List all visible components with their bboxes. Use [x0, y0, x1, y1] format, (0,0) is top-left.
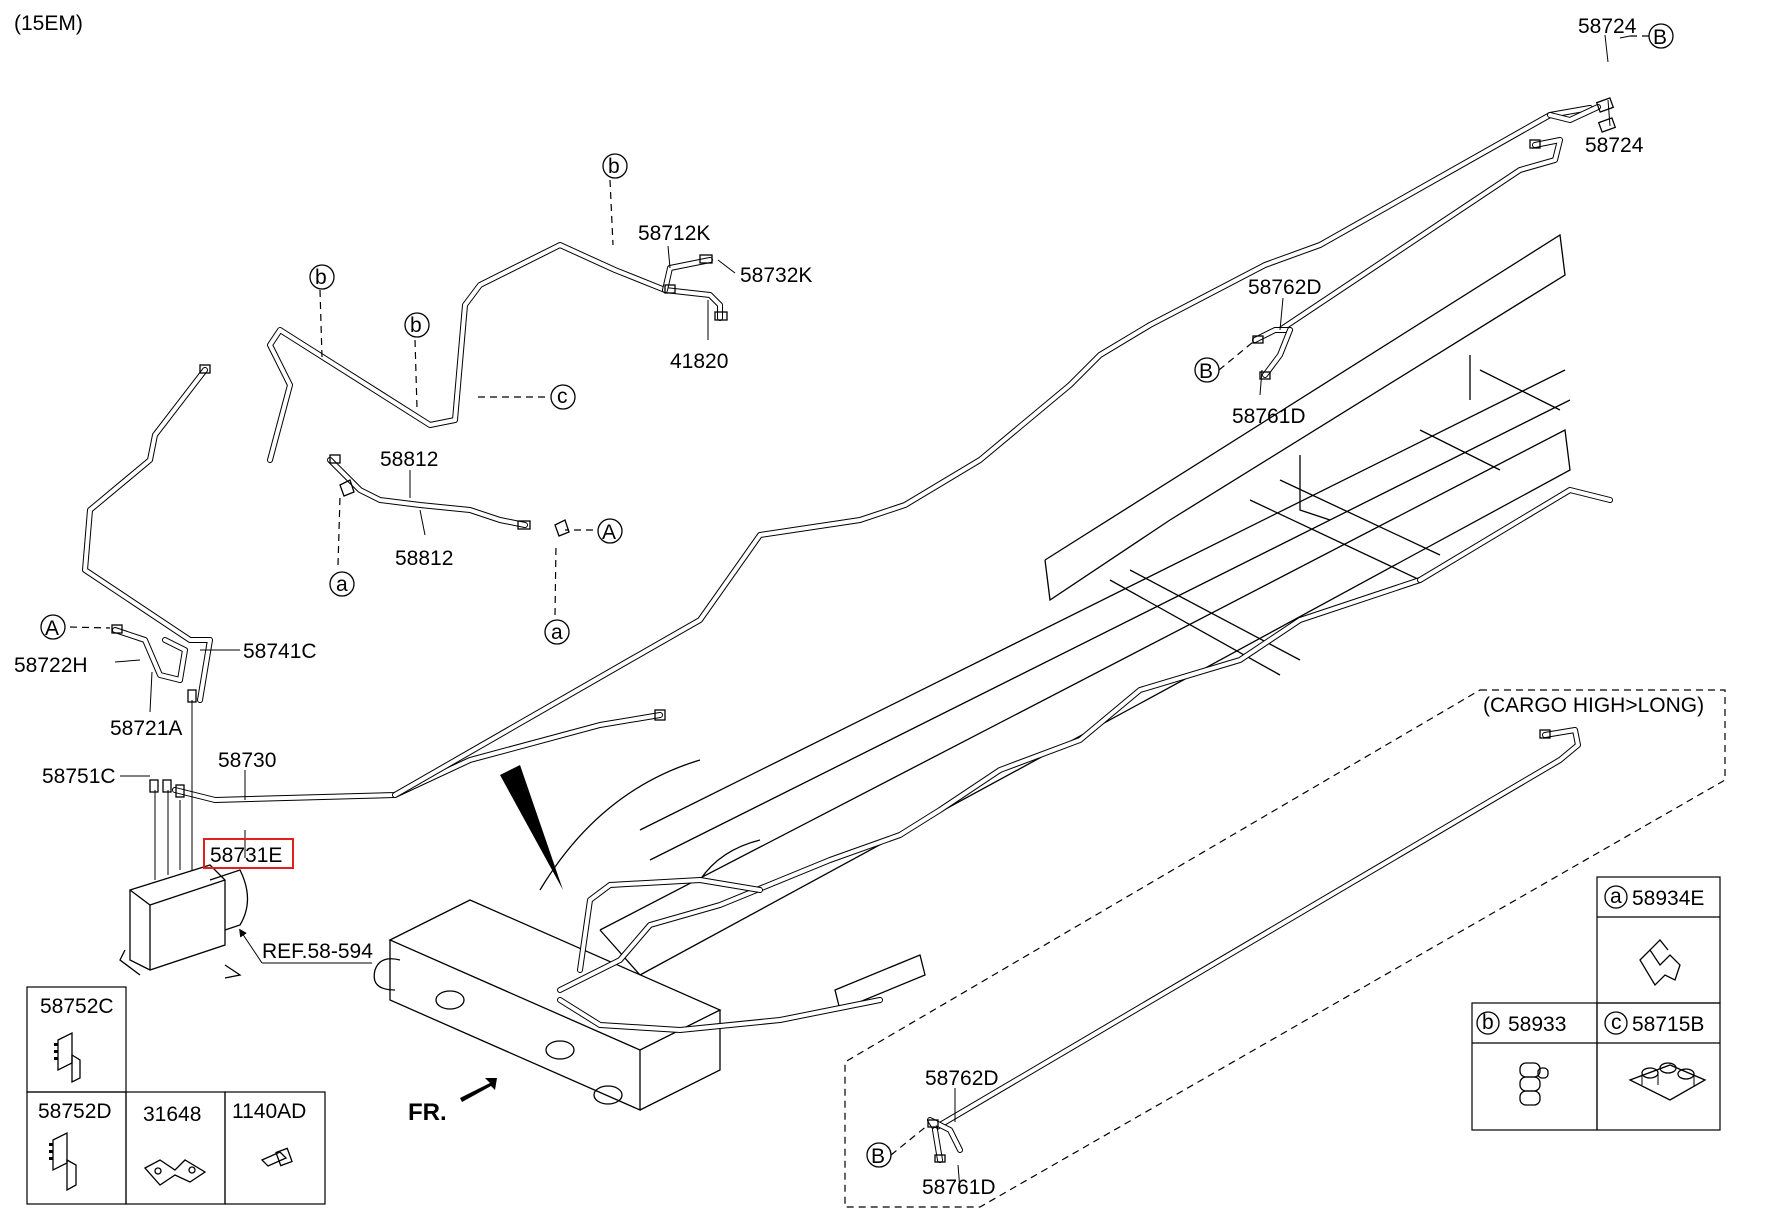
part-58730: 58730 — [218, 749, 276, 772]
svg-text:B: B — [1653, 26, 1667, 49]
legend-31648[interactable]: 31648 — [143, 1103, 201, 1126]
bolt-1140ad-icon — [260, 1147, 293, 1167]
callout-b-1[interactable]: b — [602, 153, 628, 179]
legend-58752d[interactable]: 58752D — [38, 1100, 112, 1123]
svg-text:A: A — [45, 617, 59, 640]
grommet-58715b-icon — [1628, 1062, 1707, 1101]
clip-58752c-icon — [54, 1031, 81, 1084]
legend-58933[interactable]: 58933 — [1508, 1013, 1566, 1036]
svg-text:A: A — [602, 521, 616, 544]
part-58761d-top: 58761D — [1232, 405, 1306, 428]
svg-text:B: B — [1199, 360, 1213, 383]
clip-58933-icon — [1519, 1062, 1549, 1106]
legend-letter-a: a — [1610, 885, 1622, 908]
brake-lines — [82, 104, 1613, 1163]
svg-text:b: b — [315, 266, 327, 289]
callout-a-1[interactable]: a — [329, 571, 355, 597]
part-58751c: 58751C — [42, 765, 116, 788]
callout-leaders — [69, 179, 614, 629]
legend-letter-c: c — [1611, 1011, 1622, 1034]
svg-text:b: b — [608, 155, 620, 178]
callout-b-2[interactable]: b — [309, 264, 335, 290]
legend-table-left: 58752C 58752D 31648 1140AD — [26, 986, 326, 1205]
part-58724-top: 58724 — [1578, 15, 1637, 38]
callout-A-2[interactable]: A — [40, 614, 66, 640]
part-58762d-bottom: 58762D — [925, 1067, 999, 1090]
svg-text:b: b — [410, 314, 422, 337]
chassis-frame — [373, 233, 1571, 1111]
highlight-box-58731e — [203, 838, 294, 869]
legend-letter-b: b — [1482, 1011, 1494, 1034]
part-58762d-top: 58762D — [1248, 276, 1322, 299]
part-58712k: 58712K — [638, 222, 710, 245]
svg-text:a: a — [336, 573, 348, 596]
callout-B-3[interactable]: B — [866, 1142, 892, 1168]
part-58812-bottom: 58812 — [395, 547, 453, 570]
leader-B-3 — [890, 1124, 929, 1156]
front-arrow-icon — [460, 1078, 497, 1102]
callout-b-3[interactable]: b — [404, 312, 430, 338]
leader-B-2 — [1218, 341, 1254, 371]
legend-1140ad[interactable]: 1140AD — [232, 1100, 306, 1123]
legend-58752c[interactable]: 58752C — [40, 995, 114, 1018]
legend-58715b[interactable]: 58715B — [1632, 1013, 1704, 1036]
callout-B-2[interactable]: B — [1194, 357, 1220, 383]
clip-58934e-icon — [1639, 939, 1681, 987]
callout-a-2[interactable]: a — [544, 619, 570, 645]
bracket-31648-icon — [143, 1159, 207, 1186]
legend-58934e[interactable]: 58934E — [1632, 887, 1704, 910]
model-code: (15EM) — [14, 12, 83, 35]
part-labels: 58724 58724 58712K 58732K 41820 58762D 5… — [14, 15, 1704, 1199]
part-58722h: 58722H — [14, 654, 88, 677]
legend-table-right: a 58934E b 58933 c 58715B — [1471, 876, 1721, 1131]
svg-text:B: B — [871, 1145, 885, 1168]
clip-58752d-icon — [49, 1131, 77, 1192]
cargo-note: (CARGO HIGH>LONG) — [1483, 694, 1704, 717]
callout-c-1[interactable]: c — [550, 384, 576, 410]
part-58741c: 58741C — [243, 640, 317, 663]
front-indicator: FR. — [408, 1099, 447, 1126]
ref-label[interactable]: REF.58-594 — [262, 940, 373, 963]
detail-arrow — [500, 765, 563, 890]
part-41820: 41820 — [670, 350, 728, 373]
part-58812-top: 58812 — [380, 448, 438, 471]
cargo-variant-box — [844, 689, 1726, 1208]
callout-B-1[interactable]: B — [1648, 23, 1674, 49]
part-58721a: 58721A — [110, 717, 182, 740]
abs-hydraulic-unit — [119, 689, 249, 979]
label-leaders — [114, 34, 1631, 1191]
fittings — [111, 97, 1617, 1163]
svg-text:c: c — [557, 385, 568, 408]
callout-A-1[interactable]: A — [597, 518, 623, 544]
callout-circles: b b b c a a A A — [40, 23, 1674, 1168]
svg-text:a: a — [551, 621, 563, 644]
part-58724-bottom: 58724 — [1585, 134, 1644, 157]
part-58732k: 58732K — [740, 264, 812, 287]
part-58761d-bottom: 58761D — [922, 1176, 996, 1199]
part-58731e[interactable]: 58731E — [210, 844, 282, 867]
